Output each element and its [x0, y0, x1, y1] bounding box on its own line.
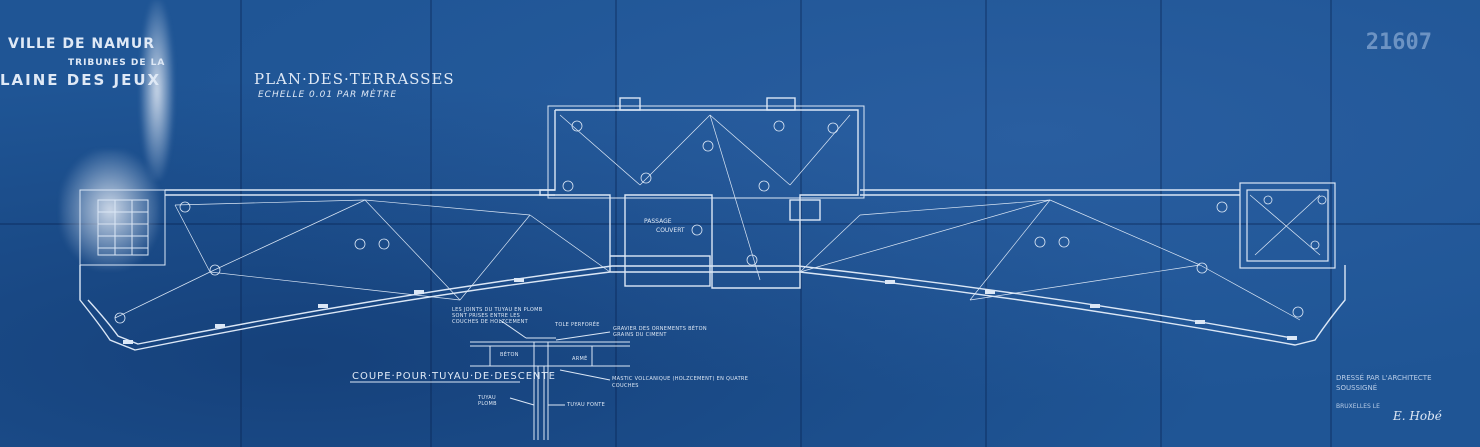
architect-line-2: SOUSSIGNÉ — [1336, 384, 1378, 392]
section-label-gravier: GRAVIER DES ORNEMENTS BÉTON GRAINS DU CI… — [613, 326, 707, 338]
fold-line — [430, 0, 432, 447]
header-place: LAINE DES JEUX — [0, 71, 162, 89]
section-label-mastic: MASTIC VOLCANIQUE (HOLZCEMENT) EN QUATRE… — [612, 376, 749, 389]
slope-lines — [114, 114, 1321, 321]
fold-line — [1330, 0, 1332, 447]
right-pavilion — [1239, 182, 1336, 269]
central-block — [539, 97, 865, 289]
sheet-number: 21607 — [1365, 30, 1432, 55]
header-subtitle: TRIBUNES DE LA — [68, 58, 166, 68]
fold-line-horizontal — [0, 223, 1480, 225]
plan-scale: ECHELLE 0.01 PAR MÈTRE — [258, 90, 398, 100]
header-city: VILLE DE NAMUR — [8, 36, 156, 52]
drain-markers — [114, 120, 1327, 324]
fold-line — [985, 0, 987, 447]
fold-line — [615, 0, 617, 447]
section-label-joints: LES JOINTS DU TUYAU EN PLOMB SONT PRISES… — [452, 307, 543, 325]
downpipe-section — [350, 319, 630, 440]
paper-stain — [60, 150, 160, 270]
parapet-blocks — [123, 278, 1297, 344]
section-label-fonte: TUYAU FONTE — [567, 402, 606, 408]
architect-signature: E. Hobé — [1393, 409, 1442, 423]
fold-line — [800, 0, 802, 447]
section-label-arme: ARMÉ — [572, 356, 588, 362]
plan-title: PLAN·DES·TERRASSES — [254, 70, 455, 88]
passage-label: PASSAGE — [644, 218, 672, 225]
section-label-tole: TOLE PERFORÉE — [555, 322, 600, 328]
fold-line — [240, 0, 242, 447]
fold-line — [1160, 0, 1162, 447]
section-label-plomb: TUYAU PLOMB — [478, 395, 497, 407]
architect-line: DRESSÉ PAR L'ARCHITECTE — [1336, 374, 1432, 382]
section-label-beton: BÉTON — [500, 352, 519, 358]
place-date: BRUXELLES LE — [1336, 403, 1380, 410]
stair-block — [79, 189, 166, 266]
couvert-label: COUVERT — [656, 227, 685, 234]
section-title: COUPE·POUR·TUYAU·DE·DESCENTE — [352, 371, 556, 382]
